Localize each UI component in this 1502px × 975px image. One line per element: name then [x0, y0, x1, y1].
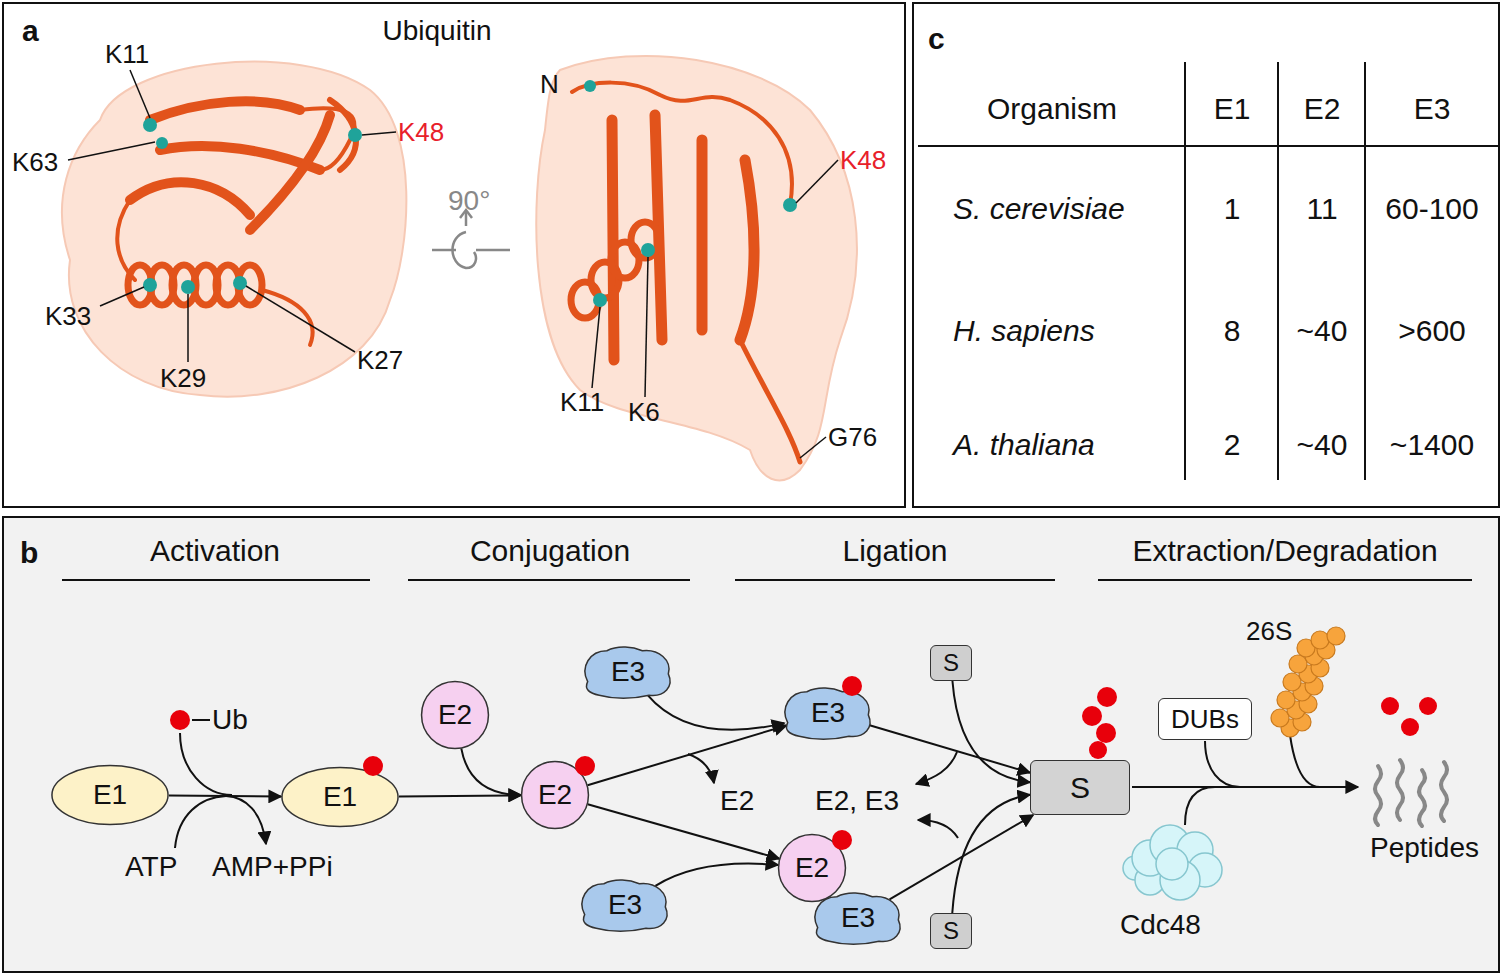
table-cell: >600	[1398, 314, 1466, 347]
panel-title: Ubiquitin	[383, 16, 492, 47]
reaction-arrow	[588, 725, 787, 785]
table-cell: 8	[1224, 314, 1241, 347]
complex-label: 26S	[1246, 617, 1292, 646]
step-header: Extraction/Degradation	[1132, 534, 1437, 567]
table-cell: ~40	[1297, 314, 1348, 347]
terminus-label: N	[540, 70, 559, 99]
node-label: E1	[93, 780, 127, 811]
ligase-blob: E3	[577, 876, 673, 934]
residue-label: K48	[840, 146, 886, 175]
table-cell: 1	[1224, 192, 1241, 225]
node-label: E3	[811, 698, 845, 729]
panel-letter: a	[22, 14, 39, 47]
table-cell: 11	[1306, 192, 1337, 225]
reaction-arrow	[461, 748, 521, 795]
enzyme-ellipse: E1	[51, 765, 169, 825]
table-header: E2	[1304, 92, 1341, 125]
node-label: S	[943, 650, 959, 676]
table-cell: 60-100	[1385, 192, 1478, 225]
node-label: E3	[611, 657, 645, 688]
reaction-arrow	[952, 681, 1030, 782]
residue-label: K27	[357, 346, 403, 375]
enzyme-circle: E2	[778, 834, 846, 902]
panel-letter: c	[928, 22, 945, 55]
enzyme-circle: E2	[521, 761, 589, 829]
reaction-arrow	[647, 695, 784, 730]
reaction-arrow	[952, 795, 1030, 913]
ligase-blob: E3	[780, 684, 876, 742]
step-header: Ligation	[842, 534, 947, 567]
residue-label: K11	[105, 40, 149, 69]
reaction-arrow	[169, 795, 281, 798]
node-label: S	[1070, 771, 1090, 804]
panel-frame: a Ubiquitin	[2, 2, 906, 508]
residue-label: K48	[398, 118, 444, 147]
enzyme-ellipse: E1	[281, 767, 399, 827]
reaction-arrow	[655, 864, 778, 886]
substrate-box: S	[930, 913, 972, 949]
ligase-blob: E3	[580, 643, 676, 701]
molecule-label: AMP+PPi	[212, 852, 333, 883]
node-label: E2	[795, 853, 829, 884]
table-header: E1	[1214, 92, 1251, 125]
table-header: E3	[1414, 92, 1451, 125]
product-label: Peptides	[1370, 833, 1479, 864]
node-label: DUBs	[1171, 705, 1239, 734]
ligase-blob: E3	[810, 889, 906, 947]
node-label: E3	[608, 890, 642, 921]
reaction-arrow	[399, 795, 521, 796]
node-label: E3	[841, 903, 875, 934]
table-cell: S. cerevisiae	[953, 192, 1125, 225]
node-label: E2	[538, 780, 572, 811]
complex-label: Cdc48	[1120, 910, 1201, 941]
panel-letter: b	[20, 536, 38, 569]
residue-label: K63	[12, 148, 58, 177]
node-label: E1	[323, 782, 357, 813]
release-label: E2	[720, 786, 754, 817]
table-cell: 2	[1224, 428, 1241, 461]
residue-label: K11	[560, 388, 604, 417]
substrate-box: S	[930, 645, 972, 681]
reaction-arrow	[870, 725, 1030, 772]
dub-box: DUBs	[1158, 698, 1252, 740]
residue-label: K33	[45, 302, 91, 331]
molecule-label: Ub	[212, 705, 248, 736]
step-header: Conjugation	[470, 534, 630, 567]
enzyme-circle: E2	[421, 681, 489, 749]
residue-label: K29	[160, 364, 206, 393]
table-header: Organism	[987, 92, 1117, 125]
step-header: Activation	[150, 534, 280, 567]
panel-frame: bE1E1E2E2E3E3E3E2E3SSSDUBs	[2, 516, 1500, 973]
rotation-label: 90°	[448, 186, 490, 217]
table-cell: ~1400	[1390, 428, 1474, 461]
molecule-label: ATP	[125, 852, 177, 883]
table-cell: A. thaliana	[953, 428, 1095, 461]
terminus-label: G76	[828, 423, 877, 452]
table-cell: ~40	[1297, 428, 1348, 461]
table-cell: H. sapiens	[953, 314, 1095, 347]
node-label: S	[943, 918, 959, 944]
substrate-box: S	[1030, 760, 1130, 815]
residue-label: K6	[628, 398, 660, 427]
node-label: E2	[438, 700, 472, 731]
release-label: E2, E3	[815, 786, 899, 817]
